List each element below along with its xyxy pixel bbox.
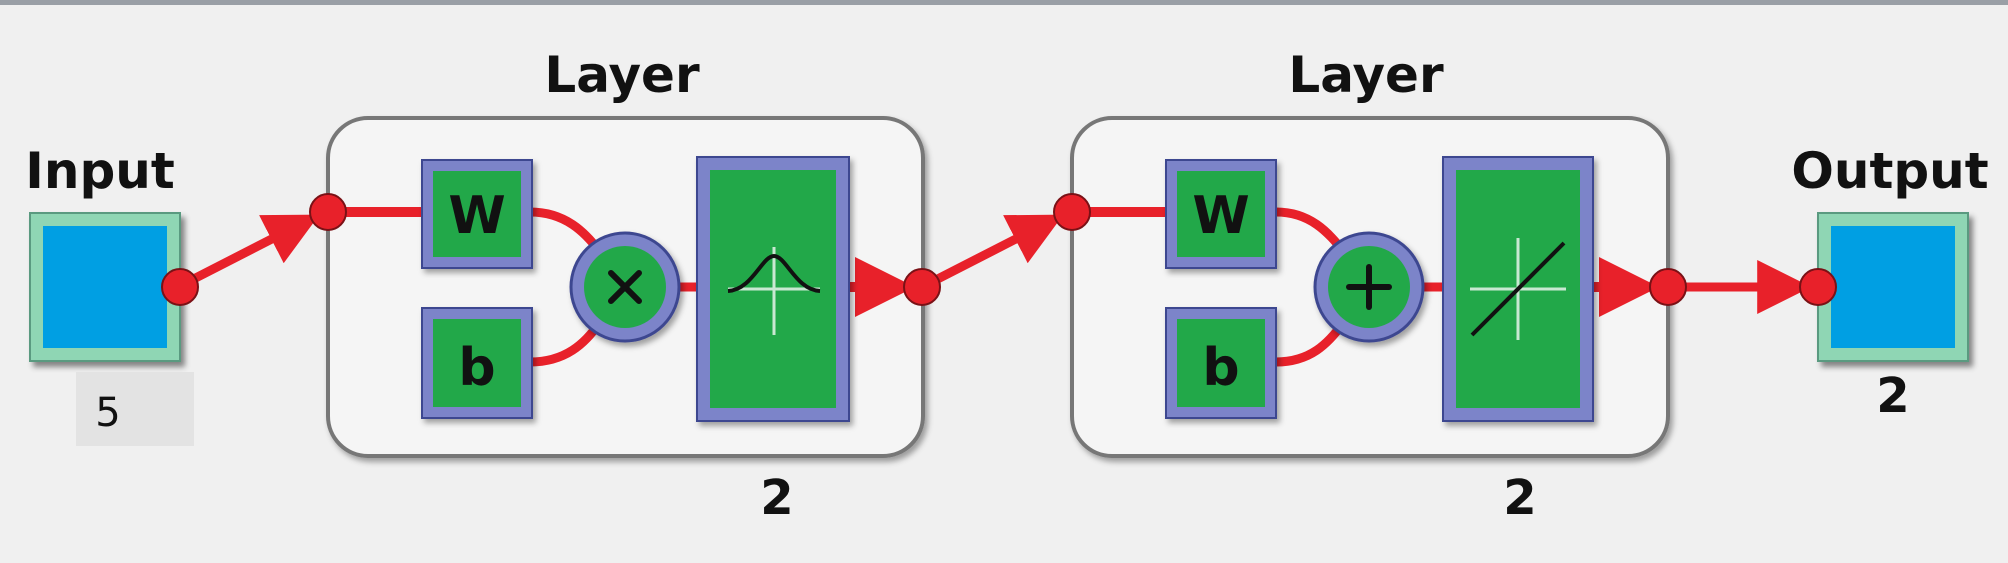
layer-1-input-dot [309,193,347,231]
layer-2-bias-label: b [1202,338,1239,398]
input-to-layer-1-arrow [175,214,320,292]
window-top-edge [0,0,2008,5]
layer-2-weight-block [1165,159,1277,269]
layer-2-output-dot [1649,268,1687,306]
layer-1-bias-block [421,307,533,419]
layer-1-weight-label: W [448,186,505,246]
radial-basis-icon [727,247,821,335]
layer-2-input-dot [1053,193,1091,231]
layer-1-output-dot [903,268,941,306]
plus-icon [1346,264,1392,310]
connection-dots [161,193,1837,306]
layer-1-title: Layer [544,46,700,104]
layer-2: Layer W b [1070,46,1670,458]
input-size: 5 [95,390,120,436]
layer-2-weight-label: W [1192,186,1249,246]
layer-2-title: Layer [1288,46,1444,104]
output-block [1831,226,1955,348]
multiply-icon [608,270,642,304]
input-block [43,226,167,348]
output-title: Output [1791,142,1988,200]
layer-1: Layer W b [326,46,925,458]
layer-2-size: 2 [1503,470,1536,526]
output-input-dot [1799,268,1837,306]
input-title: Input [25,142,175,200]
input-node: Input 5 [25,142,194,446]
layer-1-to-layer-2-arrow [919,214,1064,292]
linear-function-icon [1470,238,1566,340]
input-size-box [76,372,194,446]
layer-2-bias-block [1165,307,1277,419]
layer-1-size: 2 [760,470,793,526]
output-node: Output [1791,142,1989,362]
input-output-dot [161,268,199,306]
output-size: 2 [1876,368,1909,424]
layer-1-weight-block [421,159,533,269]
layer-1-bias-label: b [458,338,495,398]
